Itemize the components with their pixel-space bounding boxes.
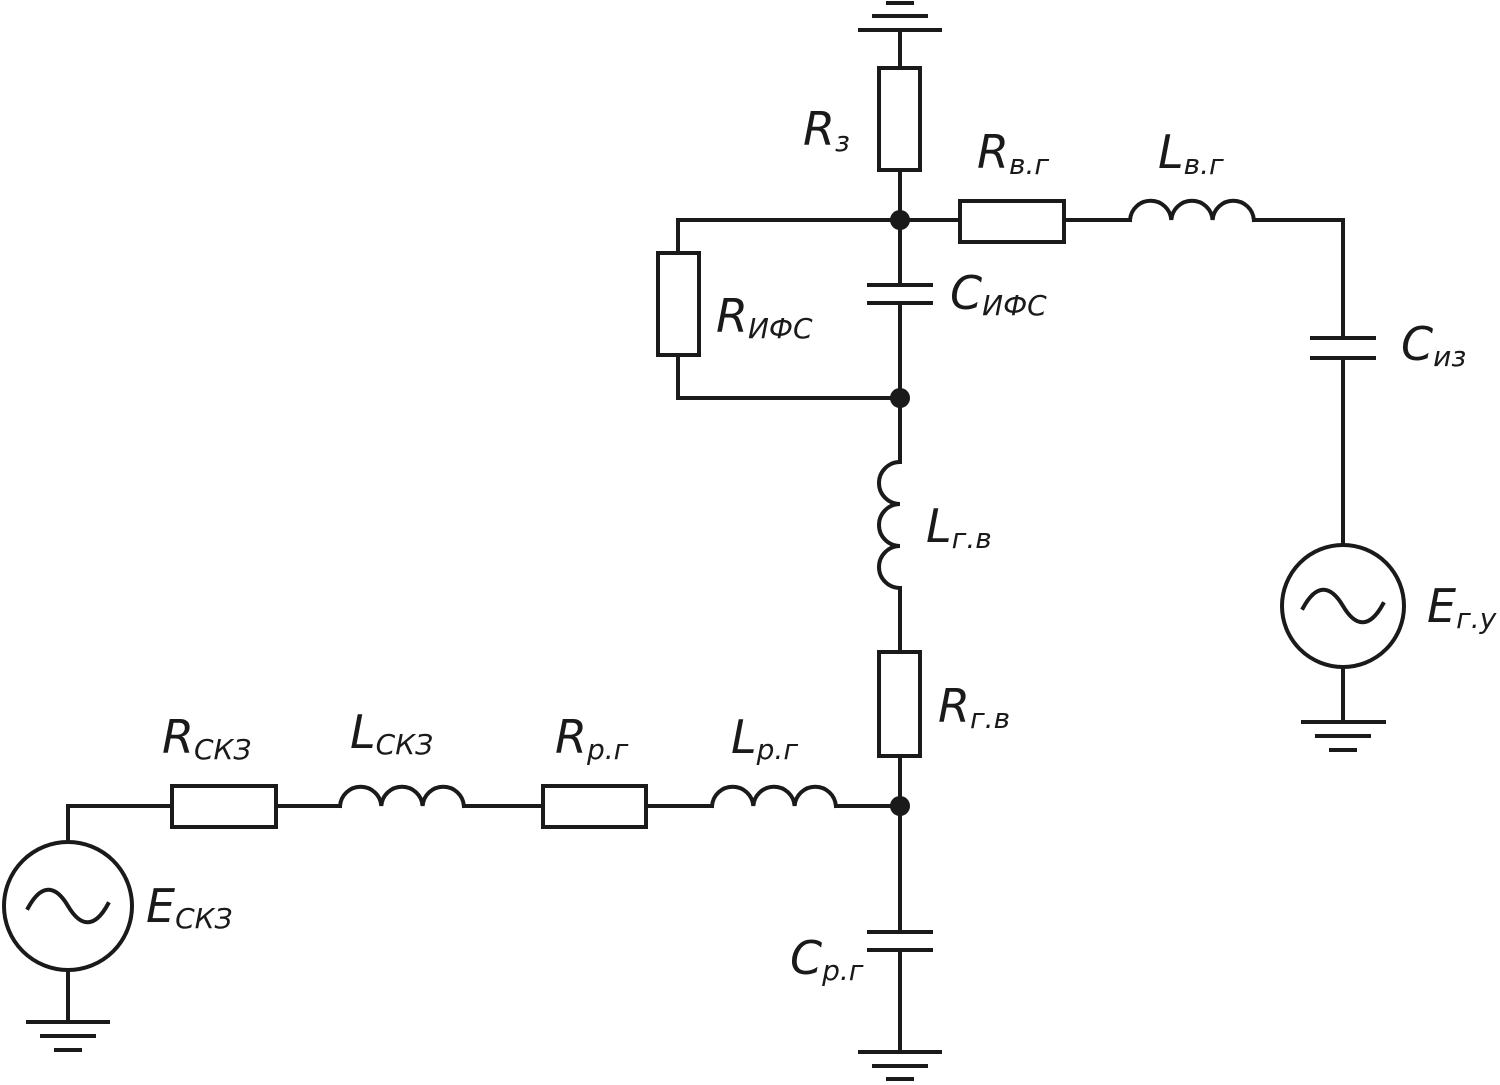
inductor-l-vg bbox=[1127, 198, 1257, 223]
label-e-skz: EСКЗ bbox=[146, 879, 233, 935]
label-l-skz: LСКЗ bbox=[350, 705, 433, 761]
label-r-skz: RСКЗ bbox=[162, 710, 251, 766]
resistor-r-skz bbox=[170, 784, 278, 829]
label-r-ifs: RИФС bbox=[716, 289, 813, 345]
resistor-r-gv bbox=[877, 650, 922, 758]
resistor-r-ifs bbox=[656, 251, 701, 357]
resistor-r-z bbox=[877, 66, 922, 172]
ground-top-icon bbox=[858, 1, 942, 32]
label-l-vg: Lв.г bbox=[1158, 125, 1224, 181]
ac-source-e-skz bbox=[2, 840, 134, 972]
junction-node-top bbox=[890, 210, 910, 230]
label-l-rg: Lр.г bbox=[731, 710, 798, 766]
label-c-rg: Cр.г bbox=[790, 931, 864, 987]
inductor-l-rg bbox=[709, 784, 839, 809]
resistor-r-rg bbox=[541, 784, 648, 829]
capacitor-c-rg bbox=[867, 930, 933, 952]
ac-source-e-gu bbox=[1280, 543, 1406, 669]
ground-left-icon bbox=[26, 1020, 110, 1052]
junction-node-bottom bbox=[890, 796, 910, 816]
capacitor-c-ifs bbox=[867, 283, 933, 305]
ground-bottom-icon bbox=[858, 1050, 942, 1081]
junction-node-middle bbox=[890, 388, 910, 408]
label-r-gv: Rг.в bbox=[938, 679, 1010, 735]
label-l-gv: Lг.в bbox=[926, 499, 992, 555]
label-c-ifs: CИФС bbox=[950, 266, 1047, 322]
label-e-gu: Eг.у bbox=[1427, 579, 1497, 635]
inductor-l-skz bbox=[337, 784, 467, 809]
wires bbox=[66, 28, 1345, 1054]
label-r-z: Rз bbox=[803, 102, 850, 158]
label-r-vg: Rв.г bbox=[977, 125, 1049, 181]
capacitor-c-iz bbox=[1310, 336, 1376, 360]
label-r-rg: Rр.г bbox=[555, 710, 629, 766]
inductor-l-gv bbox=[877, 459, 903, 591]
resistor-r-vg bbox=[958, 199, 1066, 244]
label-c-iz: Cиз bbox=[1401, 317, 1466, 373]
ground-right-icon bbox=[1301, 720, 1386, 752]
